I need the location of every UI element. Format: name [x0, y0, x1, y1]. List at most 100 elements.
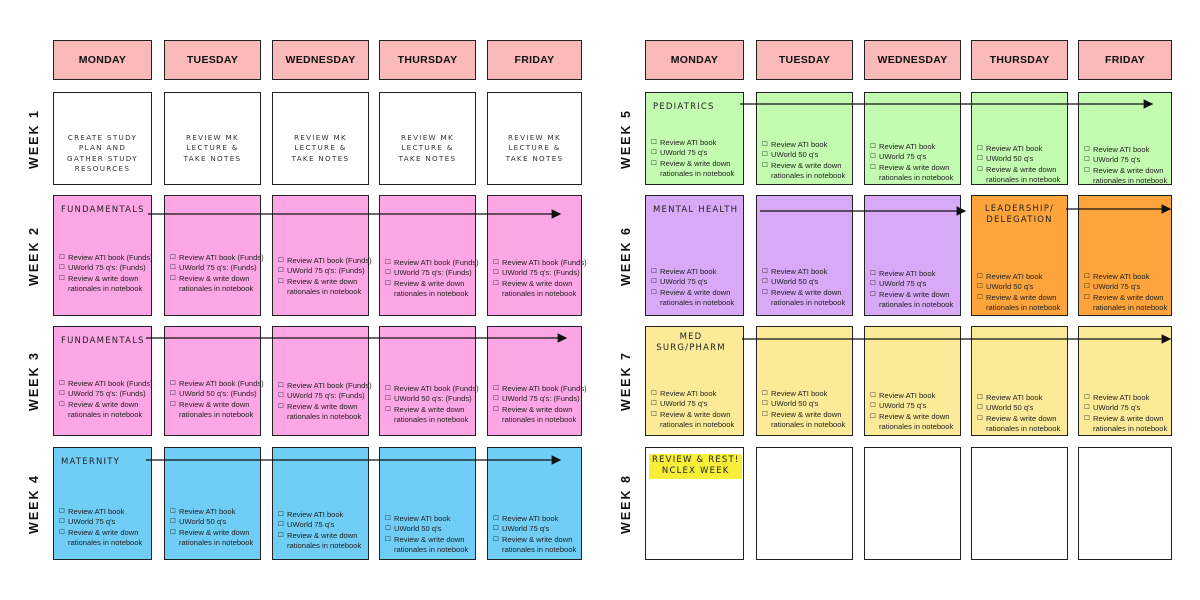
- checkbox-icon[interactable]: ☐: [278, 277, 284, 285]
- checkbox-icon[interactable]: ☐: [977, 283, 983, 291]
- task-item[interactable]: ☐Review & write down: [762, 410, 850, 420]
- checkbox-icon[interactable]: ☐: [762, 161, 768, 169]
- checkbox-icon[interactable]: ☐: [278, 402, 284, 410]
- task-item[interactable]: ☐UWorld 75 q's: (Funds): [59, 389, 149, 399]
- checkbox-icon[interactable]: ☐: [762, 141, 768, 148]
- checkbox-icon[interactable]: ☐: [977, 394, 983, 401]
- task-item[interactable]: ☐Review ATI book: [651, 267, 741, 277]
- task-item[interactable]: ☐Review ATI book (Funds): [170, 253, 264, 263]
- task-item[interactable]: ☐Review & write down: [385, 535, 473, 545]
- task-item[interactable]: ☐Review ATI book: [977, 144, 1065, 154]
- checkbox-icon[interactable]: ☐: [385, 405, 391, 413]
- checkbox-icon[interactable]: ☐: [1084, 156, 1090, 164]
- task-item[interactable]: ☐Review & write down: [278, 277, 366, 287]
- checkbox-icon[interactable]: ☐: [493, 259, 499, 266]
- checkbox-icon[interactable]: ☐: [493, 269, 499, 277]
- checkbox-icon[interactable]: ☐: [170, 274, 176, 282]
- day-cell[interactable]: ☐Review ATI book☐UWorld 50 q's☐Review & …: [379, 447, 476, 560]
- task-item[interactable]: ☐UWorld 75 q's: (Funds): [493, 268, 580, 278]
- task-item[interactable]: ☐Review ATI book: [870, 142, 958, 152]
- day-cell[interactable]: ☐Review ATI book☐UWorld 50 q's☐Review & …: [971, 92, 1068, 185]
- task-item[interactable]: ☐Review ATI book (Funds): [278, 381, 372, 391]
- checkbox-icon[interactable]: ☐: [385, 259, 391, 266]
- day-cell[interactable]: MATERNITY☐Review ATI book☐UWorld 75 q's☐…: [53, 447, 152, 560]
- task-item[interactable]: ☐UWorld 50 q's: [762, 277, 850, 287]
- checkbox-icon[interactable]: ☐: [385, 269, 391, 277]
- task-item[interactable]: ☐UWorld 50 q's: [977, 282, 1065, 292]
- task-item[interactable]: ☐Review & write down: [651, 288, 741, 298]
- task-item[interactable]: ☐Review ATI book: [977, 393, 1065, 403]
- checkbox-icon[interactable]: ☐: [651, 288, 657, 296]
- checkbox-icon[interactable]: ☐: [385, 385, 391, 392]
- checkbox-icon[interactable]: ☐: [1084, 293, 1090, 301]
- checkbox-icon[interactable]: ☐: [493, 525, 499, 533]
- task-item[interactable]: ☐UWorld 75 q's: [1084, 403, 1169, 413]
- checkbox-icon[interactable]: ☐: [977, 165, 983, 173]
- checkbox-icon[interactable]: ☐: [493, 395, 499, 403]
- checkbox-icon[interactable]: ☐: [278, 531, 284, 539]
- task-item[interactable]: ☐Review & write down: [278, 531, 366, 541]
- checkbox-icon[interactable]: ☐: [493, 279, 499, 287]
- task-item[interactable]: ☐Review ATI book: [870, 269, 958, 279]
- task-item[interactable]: ☐Review ATI book (Funds): [493, 384, 587, 394]
- day-cell[interactable]: ☐Review ATI book☐UWorld 75 q's☐Review & …: [1078, 92, 1172, 185]
- task-item[interactable]: ☐UWorld 75 q's: [493, 524, 579, 534]
- task-item[interactable]: ☐Review & write down: [59, 400, 149, 410]
- task-item[interactable]: ☐Review ATI book (Funds): [278, 256, 372, 266]
- checkbox-icon[interactable]: ☐: [1084, 394, 1090, 401]
- checkbox-icon[interactable]: ☐: [59, 264, 65, 272]
- task-item[interactable]: ☐Review ATI book (Funds): [59, 379, 153, 389]
- task-item[interactable]: ☐Review & write down: [1084, 414, 1169, 424]
- day-cell[interactable]: PEDIATRICS☐Review ATI book☐UWorld 75 q's…: [645, 92, 744, 185]
- checkbox-icon[interactable]: ☐: [651, 400, 657, 408]
- day-cell[interactable]: ☐Review ATI book☐UWorld 75 q's☐Review & …: [864, 92, 961, 185]
- day-cell[interactable]: REVIEW MK LECTURE & TAKE NOTES: [487, 92, 582, 185]
- day-cell[interactable]: ☐Review ATI book☐UWorld 75 q's☐Review & …: [864, 326, 961, 436]
- task-item[interactable]: ☐Review & write down: [493, 279, 579, 289]
- task-item[interactable]: ☐Review & write down: [870, 163, 958, 173]
- day-cell[interactable]: [756, 447, 853, 560]
- day-cell[interactable]: ☐Review ATI book (Funds)☐UWorld 75 q's: …: [272, 195, 372, 316]
- checkbox-icon[interactable]: ☐: [651, 390, 657, 397]
- task-item[interactable]: ☐UWorld 50 q's: [170, 517, 258, 527]
- checkbox-icon[interactable]: ☐: [762, 268, 768, 275]
- task-item[interactable]: ☐UWorld 50 q's: [762, 399, 850, 409]
- day-cell[interactable]: REVIEW MK LECTURE & TAKE NOTES: [272, 92, 369, 185]
- checkbox-icon[interactable]: ☐: [870, 402, 876, 410]
- day-cell[interactable]: LEADERSHIP/ DELEGATION☐Review ATI book☐U…: [971, 195, 1068, 316]
- task-item[interactable]: ☐Review & write down: [977, 165, 1065, 175]
- task-item[interactable]: ☐Review & write down: [870, 290, 958, 300]
- day-cell[interactable]: ☐Review ATI book☐UWorld 50 q's☐Review & …: [756, 195, 853, 316]
- day-cell[interactable]: ☐Review ATI book (Funds)☐UWorld 75 q's: …: [272, 326, 372, 436]
- checkbox-icon[interactable]: ☐: [493, 515, 499, 522]
- task-item[interactable]: ☐Review ATI book: [651, 389, 741, 399]
- checkbox-icon[interactable]: ☐: [170, 380, 176, 387]
- checkbox-icon[interactable]: ☐: [59, 390, 65, 398]
- task-item[interactable]: ☐Review & write down: [1084, 293, 1169, 303]
- checkbox-icon[interactable]: ☐: [762, 151, 768, 159]
- day-cell[interactable]: ☐Review ATI book☐UWorld 75 q's☐Review & …: [1078, 326, 1172, 436]
- checkbox-icon[interactable]: ☐: [870, 143, 876, 150]
- checkbox-icon[interactable]: ☐: [870, 280, 876, 288]
- checkbox-icon[interactable]: ☐: [385, 535, 391, 543]
- task-item[interactable]: ☐Review ATI book (Funds): [59, 253, 153, 263]
- checkbox-icon[interactable]: ☐: [59, 528, 65, 536]
- checkbox-icon[interactable]: ☐: [59, 254, 65, 261]
- task-item[interactable]: ☐Review ATI book (Funds): [493, 258, 587, 268]
- day-cell[interactable]: REVIEW & REST! NCLEX WEEK: [645, 447, 744, 560]
- checkbox-icon[interactable]: ☐: [278, 392, 284, 400]
- task-item[interactable]: ☐UWorld 75 q's: [1084, 155, 1169, 165]
- task-item[interactable]: ☐Review & write down: [170, 528, 258, 538]
- checkbox-icon[interactable]: ☐: [1084, 146, 1090, 153]
- task-item[interactable]: ☐UWorld 50 q's: (Funds): [385, 394, 473, 404]
- checkbox-icon[interactable]: ☐: [651, 268, 657, 275]
- task-item[interactable]: ☐UWorld 75 q's: [870, 401, 958, 411]
- task-item[interactable]: ☐Review & write down: [278, 402, 366, 412]
- task-item[interactable]: ☐UWorld 75 q's: (Funds): [170, 263, 258, 273]
- task-item[interactable]: ☐Review & write down: [170, 400, 258, 410]
- checkbox-icon[interactable]: ☐: [977, 293, 983, 301]
- day-cell[interactable]: ☐Review ATI book (Funds)☐UWorld 50 q's: …: [164, 326, 264, 436]
- day-cell[interactable]: ☐Review ATI book☐UWorld 75 q's☐Review & …: [272, 447, 369, 560]
- task-item[interactable]: ☐UWorld 50 q's: [385, 524, 473, 534]
- day-cell[interactable]: ☐Review ATI book☐UWorld 50 q's☐Review & …: [756, 92, 853, 185]
